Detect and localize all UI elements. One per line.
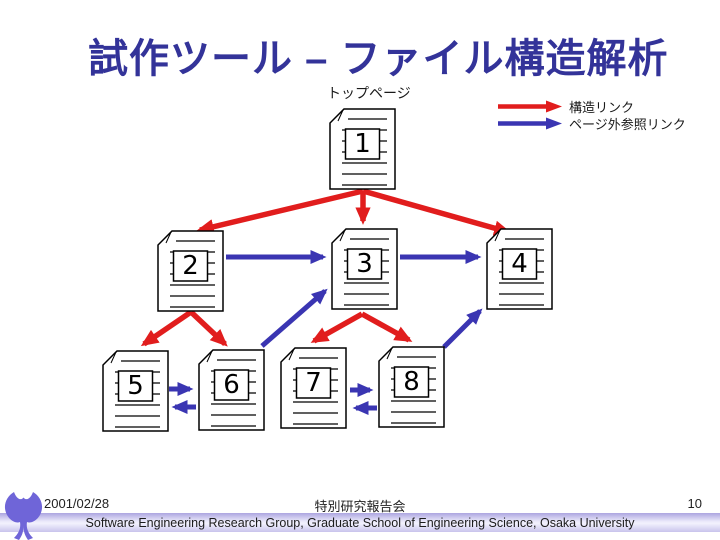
osaka-university-logo-icon	[4, 492, 43, 540]
footer-date: 2001/02/28	[44, 496, 110, 511]
page-title: 試作ツール – ファイル構造解析	[88, 37, 669, 81]
link-2-to-5	[140, 309, 193, 347]
footer-page-number: 10	[687, 496, 702, 511]
link-8-to-4	[442, 308, 483, 349]
link-6-to-3	[260, 288, 328, 348]
legend-item-structure-link: 構造リンク	[497, 98, 686, 115]
legend-item-label: 構造リンク	[569, 100, 635, 115]
footer: 2001/02/28 特別研究報告会 10	[0, 496, 720, 514]
reference-link-arrow-icon	[498, 117, 562, 130]
footer-affiliation-bar: Software Engineering Research Group, Gra…	[0, 513, 720, 532]
footer-affiliation-text: Software Engineering Research Group, Gra…	[85, 515, 635, 530]
legend-item-reference-link: ページ外参照リンク	[497, 115, 686, 132]
legend-item-label: ページ外参照リンク	[569, 117, 686, 132]
link-2-to-6	[189, 309, 228, 347]
legend: 構造リンク ページ外参照リンク	[497, 98, 686, 132]
link-3-to-7	[310, 311, 364, 344]
link-1-to-2	[196, 188, 364, 235]
link-1-to-4	[362, 188, 512, 236]
link-3-to-8	[360, 311, 413, 343]
footer-event-title: 特別研究報告会	[314, 499, 406, 514]
structure-link-arrow-icon	[498, 100, 562, 113]
top-page-label: トップページ	[327, 85, 411, 101]
